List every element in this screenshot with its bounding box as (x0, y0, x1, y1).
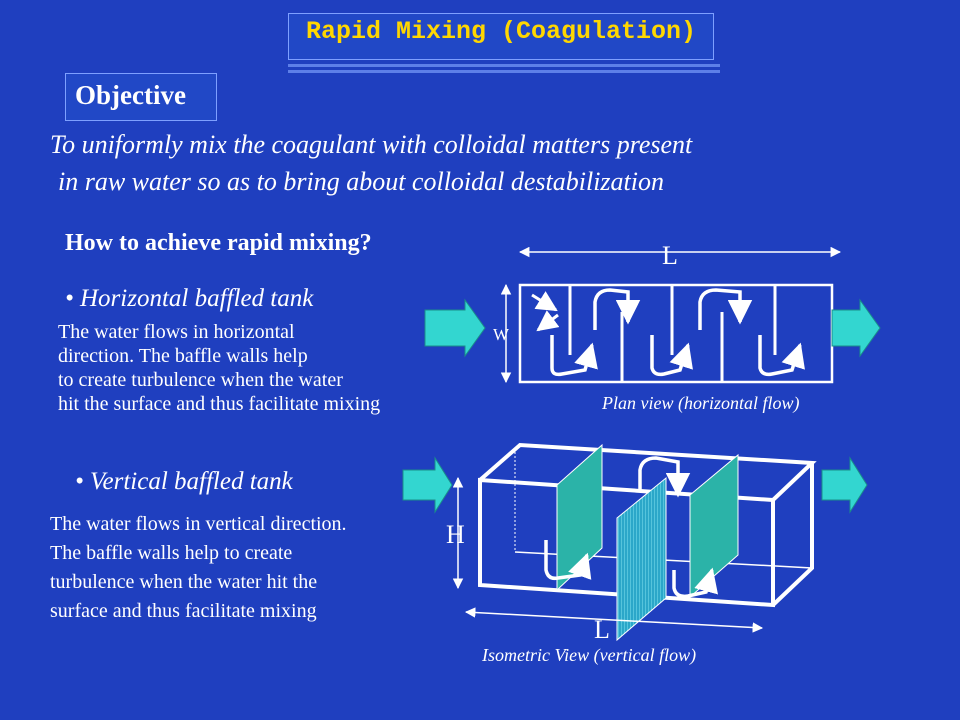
iso-outlet-arrow (821, 456, 868, 514)
flow-arrow (758, 335, 805, 377)
plan-view-caption: Plan view (horizontal flow) (602, 393, 800, 413)
page-title: Rapid Mixing (Coagulation) (305, 17, 697, 46)
plan-tank-outline (518, 283, 834, 384)
plan-outlet-arrow (831, 298, 881, 358)
height-label: H (446, 520, 465, 549)
flow-arrow (638, 456, 691, 498)
objective-label: Objective (75, 80, 186, 110)
iso-length-label: L (594, 615, 610, 644)
title-underline (288, 70, 720, 73)
width-label: W (493, 325, 510, 344)
objective-line-1: To uniformly mix the coagulant with coll… (50, 130, 693, 159)
objective-box (65, 73, 217, 121)
how-heading: How to achieve rapid mixing? (65, 230, 372, 256)
plan-inlet-arrow (424, 298, 486, 358)
flow-arrow (672, 567, 719, 599)
plan-view-diagram: L W (424, 241, 881, 384)
horizontal-tank-description: The water flows in horizontal direction.… (58, 321, 381, 415)
title-box (288, 13, 714, 60)
flow-arrow (544, 540, 592, 581)
flow-arrow (698, 288, 753, 330)
flow-arrow (550, 335, 598, 377)
iso-inlet-arrow (402, 456, 453, 514)
isometric-view-caption: Isometric View (vertical flow) (482, 645, 697, 665)
vertical-tank-heading: • Vertical baffled tank (75, 468, 293, 495)
flow-arrow (650, 335, 693, 377)
isometric-view-diagram: H L (402, 442, 868, 644)
iso-baffle (556, 443, 603, 592)
horizontal-tank-heading: • Horizontal baffled tank (65, 285, 314, 312)
iso-baffle-middle (616, 476, 667, 642)
length-label: L (662, 241, 678, 270)
flow-arrow (593, 288, 641, 330)
title-underline (288, 64, 720, 67)
vertical-tank-description: The water flows in vertical direction. T… (50, 513, 347, 622)
objective-line-2: in raw water so as to bring about colloi… (58, 167, 664, 196)
iso-baffle (689, 453, 739, 599)
iso-length-dimension-arrow (464, 607, 764, 633)
